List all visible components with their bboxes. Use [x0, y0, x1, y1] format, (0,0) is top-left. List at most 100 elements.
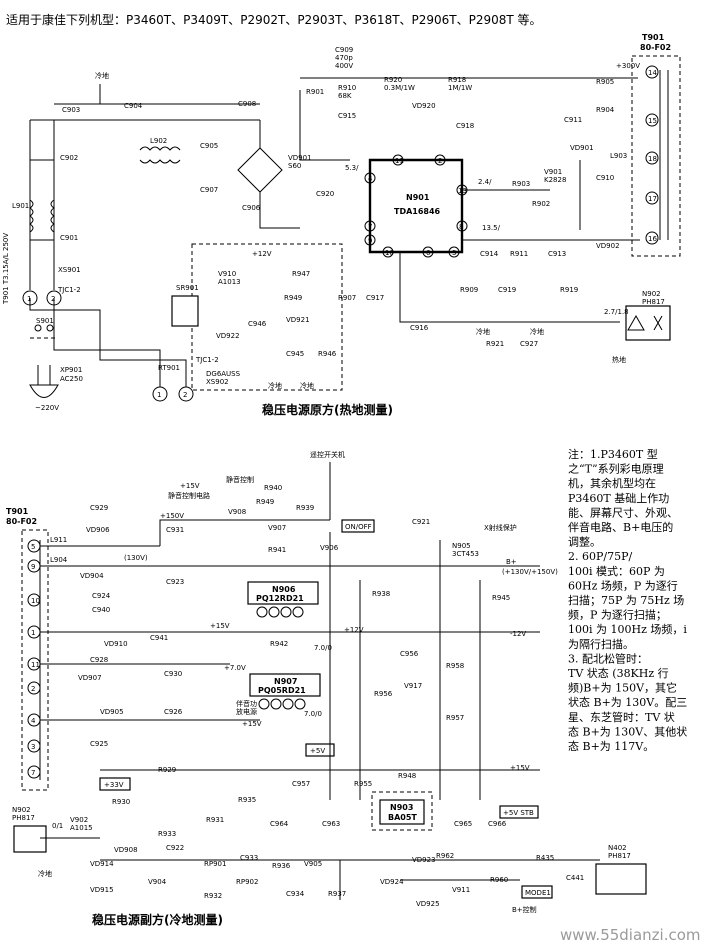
svg-text:V905: V905	[304, 860, 322, 868]
svg-text:冷地: 冷地	[268, 381, 282, 390]
svg-text:R930: R930	[112, 798, 130, 806]
primary-circuit: XP901 AC250 ~220V S901 1 2 TJC1-2 XS901 …	[2, 33, 681, 417]
svg-text:+12V: +12V	[344, 626, 364, 634]
svg-text:470p: 470p	[335, 54, 353, 62]
svg-text:+12V: +12V	[252, 250, 272, 258]
svg-text:V907: V907	[268, 524, 286, 532]
svg-text:V902: V902	[70, 816, 88, 824]
svg-text:C922: C922	[166, 844, 184, 852]
svg-text:VD906: VD906	[86, 526, 110, 534]
svg-text:R919: R919	[560, 286, 578, 294]
svg-text:C914: C914	[480, 250, 499, 258]
svg-text:R932: R932	[204, 892, 222, 900]
svg-text:3CT453: 3CT453	[452, 550, 479, 558]
svg-text:C941: C941	[150, 634, 168, 642]
svg-text:A1013: A1013	[218, 278, 241, 286]
svg-text:SR901: SR901	[176, 284, 199, 292]
note-line: TV 状态 (38KHz 行	[568, 666, 669, 680]
svg-text:C911: C911	[564, 116, 582, 124]
svg-text:VD905: VD905	[100, 708, 124, 716]
svg-text:18: 18	[648, 155, 657, 163]
optocoupler-n402	[595, 863, 647, 895]
svg-text:VD921: VD921	[286, 316, 310, 324]
svg-text:C924: C924	[92, 592, 111, 600]
svg-text:+15V: +15V	[210, 622, 230, 630]
optocoupler-n902	[625, 305, 671, 341]
svg-text:RT901: RT901	[158, 364, 180, 372]
svg-text:C946: C946	[248, 320, 267, 328]
svg-text:2: 2	[183, 391, 187, 399]
svg-text:L911: L911	[50, 536, 67, 544]
svg-text:AC250: AC250	[60, 375, 83, 383]
optocoupler-n902-secondary	[13, 825, 47, 853]
note-line: 之“T”系列彩电原理	[568, 462, 664, 476]
svg-text:(130V): (130V)	[124, 554, 148, 562]
svg-text:C926: C926	[164, 708, 183, 716]
svg-text:R955: R955	[354, 780, 372, 788]
svg-text:L903: L903	[610, 152, 627, 160]
svg-text:400V: 400V	[335, 62, 353, 70]
svg-text:C903: C903	[62, 106, 80, 114]
svg-text:V904: V904	[148, 878, 167, 886]
svg-text:S60: S60	[288, 162, 301, 170]
note-line: 伴音电路、B+电压的	[568, 520, 673, 534]
svg-text:R921: R921	[486, 340, 504, 348]
svg-text:N902: N902	[642, 290, 661, 298]
svg-text:17: 17	[648, 195, 657, 203]
svg-text:R945: R945	[492, 594, 510, 602]
svg-text:1M/1W: 1M/1W	[448, 84, 472, 92]
svg-text:伴音功: 伴音功	[236, 699, 257, 708]
svg-text:L902: L902	[150, 137, 167, 145]
svg-text:16: 16	[648, 235, 657, 243]
svg-text:R905: R905	[596, 78, 614, 86]
note-line: 100i 模式：60P 为	[568, 565, 665, 578]
svg-text:R931: R931	[206, 816, 224, 824]
secondary-circuit: 遥控开关机 T901 80-F02 5 9 10 1 11 2 4 3 7 L9…	[6, 450, 647, 927]
svg-text:N903: N903	[390, 803, 413, 812]
svg-text:+15V: +15V	[180, 482, 200, 490]
svg-text:R903: R903	[512, 180, 530, 188]
svg-text:VD924: VD924	[380, 878, 404, 886]
svg-text:R929: R929	[158, 766, 176, 774]
svg-text:VD920: VD920	[412, 102, 436, 110]
svg-text:C956: C956	[400, 650, 419, 658]
svg-text:R939: R939	[296, 504, 314, 512]
svg-text:PH817: PH817	[642, 298, 665, 306]
note-line: 态 B+为 117V。	[568, 740, 654, 753]
svg-text:2.4/: 2.4/	[478, 178, 492, 186]
svg-text:R949: R949	[284, 294, 302, 302]
note-line: 扫描；75P 为 75Hz 场	[568, 593, 684, 607]
svg-text:1: 1	[157, 391, 161, 399]
svg-text:80-F02: 80-F02	[640, 43, 671, 52]
svg-text:C901: C901	[60, 234, 78, 242]
svg-text:XS901: XS901	[58, 266, 81, 274]
fuse-label: T901 T3.15A/L 250V	[2, 233, 10, 305]
svg-text:+7.0V: +7.0V	[224, 664, 246, 672]
note-line: 机，其余机型均在	[568, 476, 656, 490]
svg-text:PQ05RD21: PQ05RD21	[258, 686, 306, 695]
svg-text:TJC1-2: TJC1-2	[57, 286, 81, 294]
svg-text:BA05T: BA05T	[388, 813, 417, 822]
svg-text:C902: C902	[60, 154, 78, 162]
svg-text:N905: N905	[452, 542, 471, 550]
plus5v-stb-tag	[499, 805, 539, 819]
svg-text:2: 2	[51, 295, 55, 303]
svg-text:R958: R958	[446, 662, 464, 670]
ac-plug: XP901 AC250 ~220V	[29, 365, 83, 412]
ic-n901-part: TDA16846	[394, 207, 441, 216]
svg-text:C910: C910	[596, 174, 614, 182]
bottom-circuit-title: 稳压电源副方(冷地测量)	[92, 912, 223, 927]
note-line: 频，P 为逐行扫描；	[568, 608, 667, 622]
transformer-t901: T901 80-F02 14 15 18 17 16 +300V	[616, 33, 681, 257]
plus5v-tag	[305, 743, 335, 757]
svg-text:9: 9	[31, 563, 35, 571]
svg-text:A1015: A1015	[70, 824, 93, 832]
svg-text:13.5/: 13.5/	[482, 224, 501, 232]
svg-text:7.0/0: 7.0/0	[314, 644, 332, 652]
note-line: 星、东芝管时：TV 状	[568, 710, 675, 724]
svg-text:C957: C957	[292, 780, 310, 788]
note-line: 2. 60P/75P/	[568, 550, 632, 563]
svg-text:C908: C908	[238, 100, 256, 108]
svg-text:冷地: 冷地	[300, 381, 314, 390]
svg-text:+5V: +5V	[310, 747, 325, 755]
